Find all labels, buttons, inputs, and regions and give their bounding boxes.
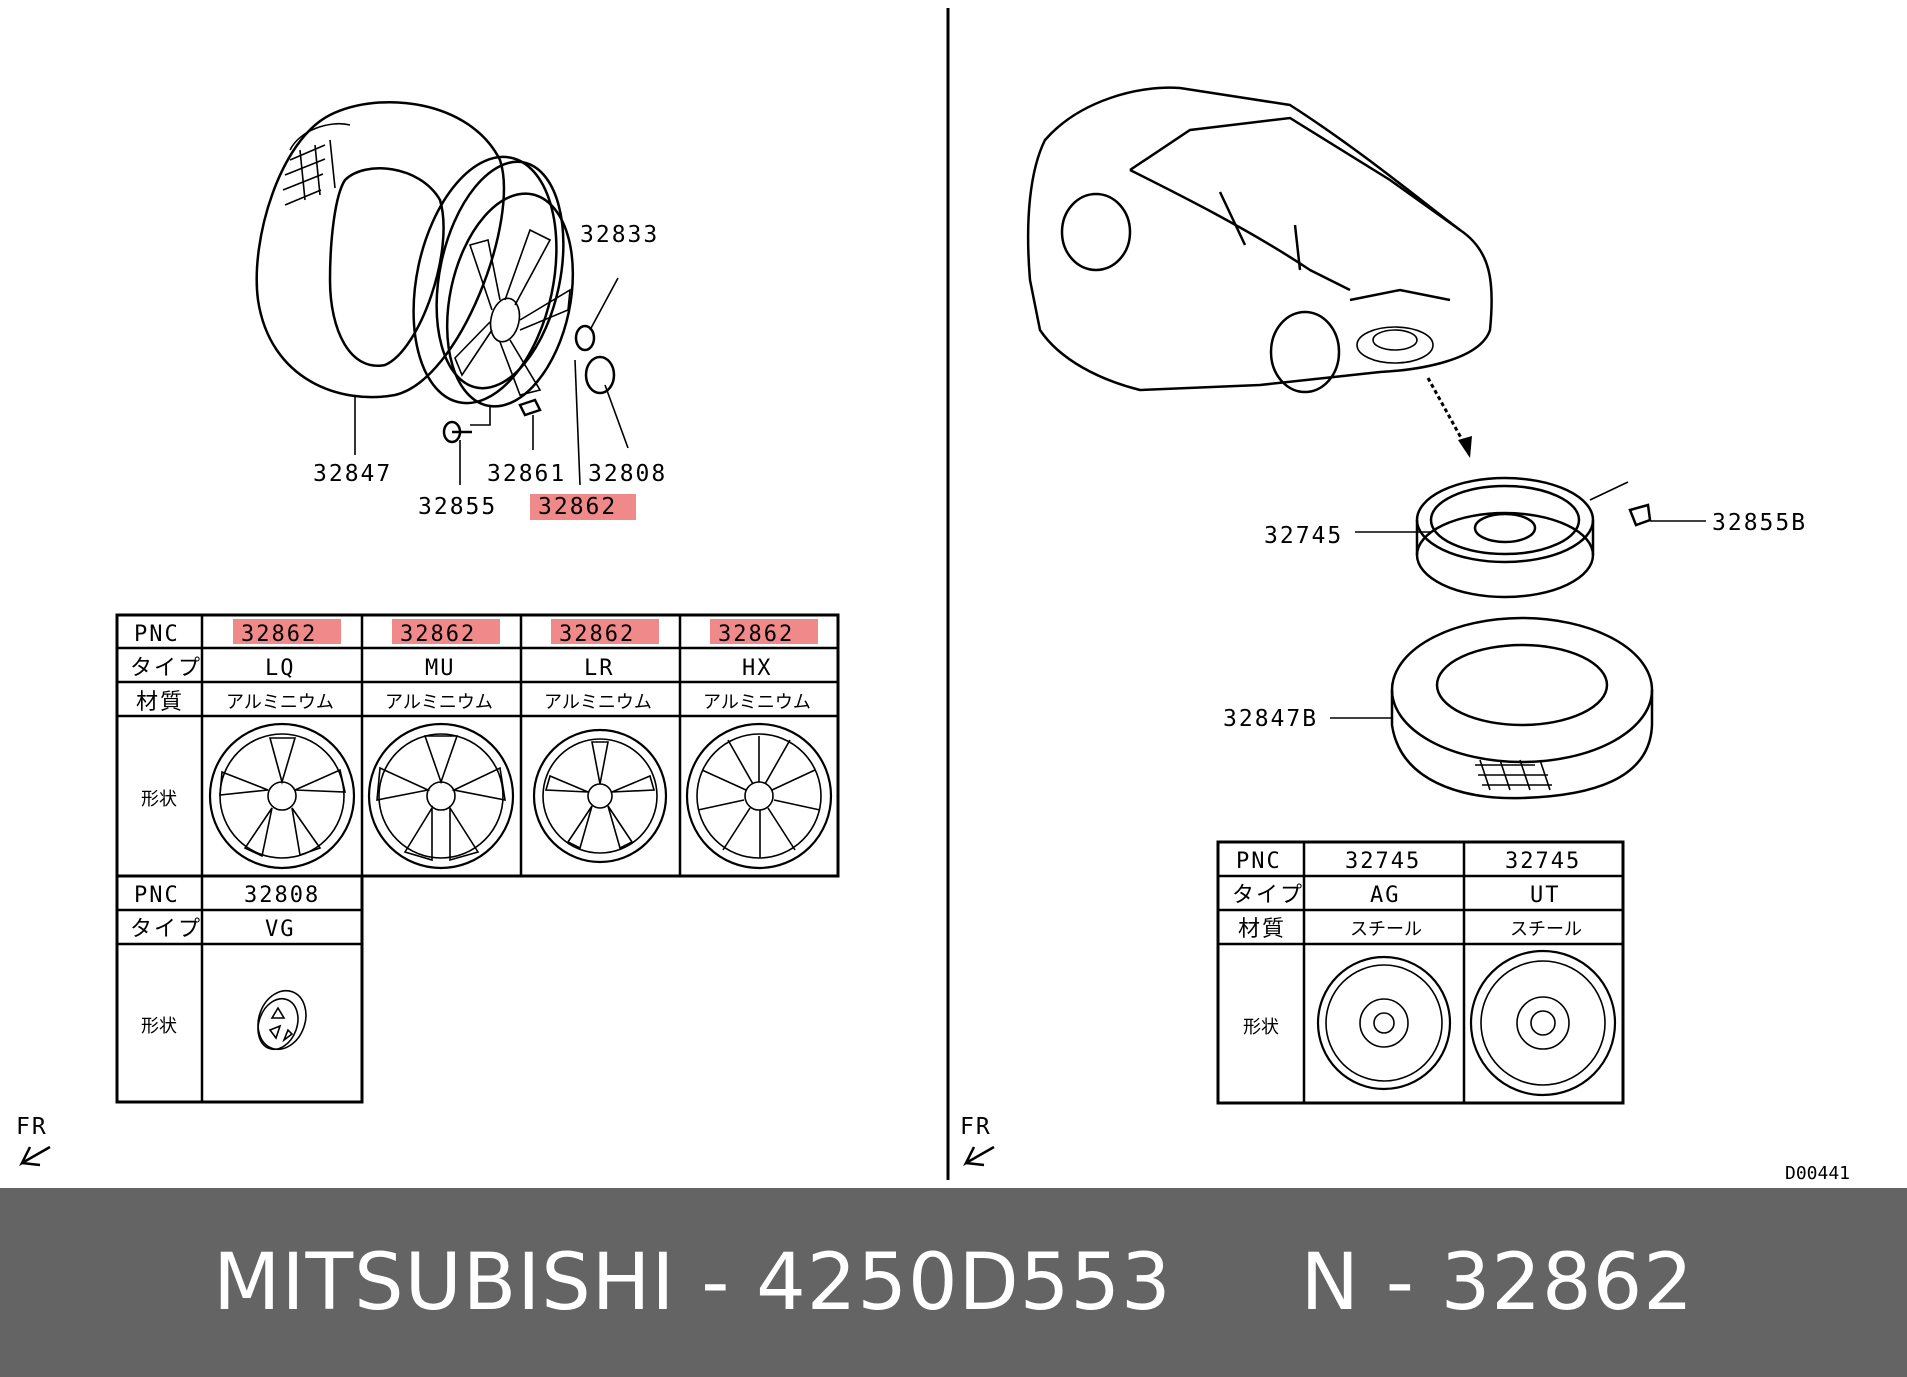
row-label-type: タイプ: [130, 917, 202, 942]
material-value: スチール: [1350, 919, 1422, 940]
fr-arrow-icon: [19, 1145, 51, 1167]
front-direction-left: FR: [16, 1114, 51, 1167]
spare-steel-wheel-drawing: [1415, 476, 1652, 599]
center-cap-shape-vg: [257, 989, 307, 1051]
fr-label: FR: [16, 1114, 48, 1140]
material-value: アルミニウム: [385, 692, 493, 713]
wheel-shape-lr: [532, 728, 668, 864]
pnc-highlight: [392, 619, 500, 644]
callout-highlight-32862: [530, 494, 636, 520]
row-label-shape: 形状: [1243, 1017, 1279, 1038]
row-label-material: 材質: [136, 690, 184, 715]
pnc-value[interactable]: 32745: [1505, 849, 1581, 874]
spare-in-trunk: [1356, 326, 1434, 364]
material-value: アルミニウム: [226, 692, 334, 713]
pnc-value[interactable]: 32862: [241, 622, 317, 647]
footer-part-number: 32862: [1440, 1237, 1694, 1328]
footer-n-label: N: [1300, 1237, 1360, 1328]
pnc-value[interactable]: 32862: [718, 622, 794, 647]
drawing-code: D00441: [1785, 1163, 1850, 1184]
footer-doc-code: 4250D553: [756, 1237, 1172, 1328]
row-label-type: タイプ: [1232, 883, 1304, 908]
steel-wheel-shape-ut: [1469, 949, 1617, 1097]
callout-32847b[interactable]: 32847B: [1223, 706, 1318, 732]
callout-32855b[interactable]: 32855B: [1712, 510, 1807, 536]
row-label-material: 材質: [1238, 917, 1286, 942]
pnc-value[interactable]: 32862: [559, 622, 635, 647]
right-wheel-table: PNC タイプ 材質 形状 32745 AG スチール 32745 UT スチー…: [1216, 840, 1625, 1105]
footer-gap: [1172, 1238, 1301, 1328]
pnc-value[interactable]: 32862: [400, 622, 476, 647]
callout-32745[interactable]: 32745: [1264, 523, 1343, 549]
callout-32808[interactable]: 32808: [588, 461, 667, 487]
footer-space: [675, 1238, 701, 1328]
front-direction-right: FR: [960, 1114, 995, 1167]
type-value: AG: [1370, 883, 1401, 908]
row-label-shape: 形状: [141, 1016, 177, 1037]
wheel-shape-hx: [685, 722, 833, 870]
row-label-type: タイプ: [130, 656, 202, 681]
type-value: VG: [265, 917, 296, 942]
footer-space: [1360, 1238, 1386, 1328]
footer-separator: -: [1385, 1237, 1415, 1328]
spare-pull-arrow: [1426, 377, 1472, 458]
pnc-value[interactable]: 32808: [244, 883, 320, 908]
material-value: アルミニウム: [544, 692, 652, 713]
footer-separator: -: [701, 1237, 731, 1328]
callout-32862[interactable]: 32862: [538, 494, 617, 520]
footer-space: [1415, 1238, 1441, 1328]
footer-banner: MITSUBISHI - 4250D553 N - 32862: [0, 1188, 1907, 1377]
pnc-highlight: [551, 619, 659, 644]
left-wheel-table: PNC タイプ 材質 形状 32862 LQ アルミニウム 32862 MU ア…: [115, 613, 840, 1104]
material-value: スチール: [1510, 919, 1582, 940]
row-label-pnc: PNC: [134, 622, 180, 647]
footer-space: [730, 1238, 756, 1328]
callout-32833[interactable]: 32833: [580, 222, 659, 248]
row-label-pnc: PNC: [134, 883, 180, 908]
type-value: UT: [1530, 883, 1561, 908]
row-label-shape: 形状: [141, 789, 177, 810]
row-label-pnc: PNC: [1236, 849, 1282, 874]
wheel-shape-mu: [367, 722, 515, 870]
fr-label: FR: [960, 1114, 992, 1140]
pnc-highlight: [710, 619, 818, 644]
fr-arrow-icon: [963, 1145, 995, 1167]
type-value: MU: [425, 656, 456, 681]
pnc-highlight: [233, 619, 341, 644]
spare-tire-drawing: [1390, 616, 1654, 800]
type-value: LQ: [265, 656, 296, 681]
material-value: アルミニウム: [703, 692, 811, 713]
wheel-shape-lq: [208, 722, 356, 870]
callout-32861[interactable]: 32861: [487, 461, 566, 487]
steel-wheel-shape-ag: [1316, 955, 1452, 1091]
callout-32847[interactable]: 32847: [313, 461, 392, 487]
pnc-value[interactable]: 32745: [1345, 849, 1421, 874]
callout-32855[interactable]: 32855: [418, 494, 497, 520]
footer-brand: MITSUBISHI: [213, 1237, 676, 1328]
tire-wheel-assembly-drawing: [255, 100, 629, 486]
type-value: HX: [742, 656, 773, 681]
type-value: LR: [584, 656, 615, 681]
vehicle-spare-location-drawing: [1026, 86, 1493, 394]
